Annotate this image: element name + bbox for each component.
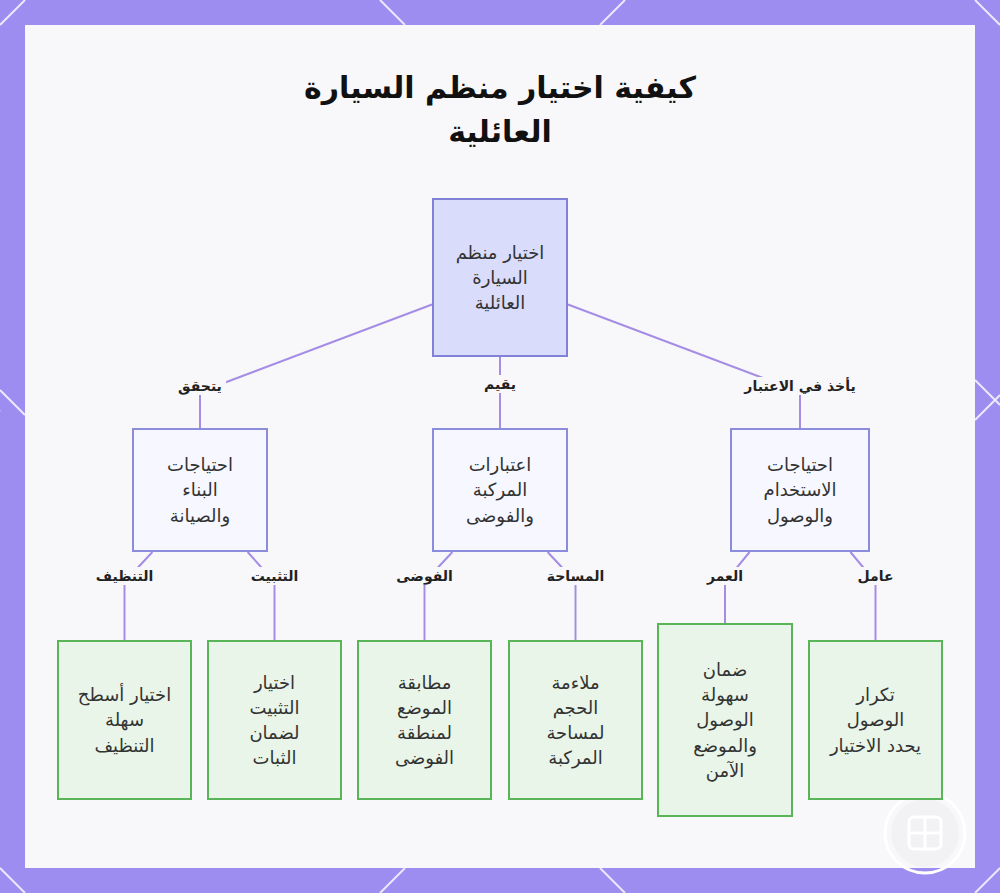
category-box: احتياجات الاستخدام والوصول xyxy=(730,428,870,552)
connector-line xyxy=(568,305,800,428)
edge-label: عامل xyxy=(854,567,898,585)
detail-box: ملاءمة الحجم لمساحة المركبة xyxy=(508,640,643,800)
edge-label: التثبيت xyxy=(247,567,303,585)
connector-line xyxy=(248,552,275,640)
detail-box: اختيار التثبيت لضمان الثبات xyxy=(207,640,342,800)
node-text: تكرار الوصول يحدد الاختيار xyxy=(828,682,923,758)
connector-line xyxy=(200,305,432,428)
detail-box: ضمان سهولة الوصول والموضع الآمن xyxy=(657,623,793,817)
node-text: مطابقة الموضع لمنطقة الفوضى xyxy=(377,670,472,771)
edge-label: العمر xyxy=(703,567,747,585)
node-text: احتياجات البناء والصيانة xyxy=(152,452,248,528)
connector-line xyxy=(725,552,750,623)
root-box: اختيار منظم السيارة العائلية xyxy=(432,198,568,357)
connector-line xyxy=(548,552,576,640)
edge-label: التنظيف xyxy=(92,567,158,585)
card-ground xyxy=(25,25,975,868)
edge-label: يقيم xyxy=(480,375,520,393)
detail-box: مطابقة الموضع لمنطقة الفوضى xyxy=(357,640,492,800)
edge-label: يأخذ في الاعتبار xyxy=(740,377,859,395)
node-text: اختيار أسطح سهلة التنظيف xyxy=(77,682,172,758)
node-text: ضمان سهولة الوصول والموضع الآمن xyxy=(677,657,773,783)
node-text: احتياجات الاستخدام والوصول xyxy=(750,452,850,528)
edge-label: المساحة xyxy=(543,567,609,585)
edge-label: الفوضى xyxy=(392,567,457,585)
node-text: ملاءمة الحجم لمساحة المركبة xyxy=(528,670,623,771)
category-box: اعتبارات المركبة والفوضى xyxy=(432,428,568,552)
node-text: اعتبارات المركبة والفوضى xyxy=(452,452,548,528)
edge-label: يتحقق xyxy=(174,377,226,395)
category-box: احتياجات البناء والصيانة xyxy=(132,428,268,552)
connector-line xyxy=(425,552,453,640)
corner-icon xyxy=(885,793,965,873)
diagram-title: كيفية اختيار منظم السيارة العائلية xyxy=(280,66,720,153)
connector-line xyxy=(850,552,875,640)
connector-line xyxy=(125,552,153,640)
node-text: اختيار منظم السيارة العائلية xyxy=(452,240,548,316)
node-text: اختيار التثبيت لضمان الثبات xyxy=(227,670,322,771)
detail-box: اختيار أسطح سهلة التنظيف xyxy=(57,640,192,800)
detail-box: تكرار الوصول يحدد الاختيار xyxy=(808,640,943,800)
